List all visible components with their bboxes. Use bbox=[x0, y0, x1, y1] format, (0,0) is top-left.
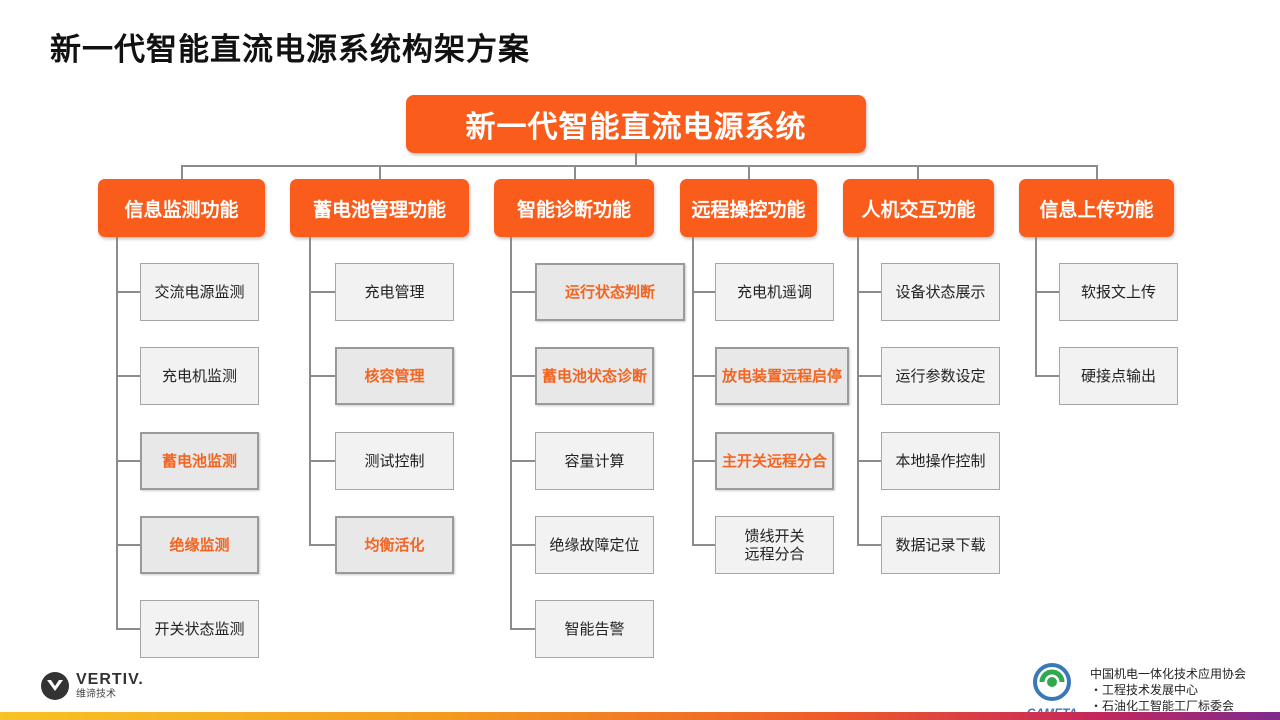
category-drop-line bbox=[379, 165, 381, 180]
item-discharge-remote-start-stop: 放电装置远程启停 bbox=[715, 347, 849, 405]
item-connector bbox=[510, 544, 535, 546]
item-connector bbox=[309, 375, 335, 377]
association-line-3: ・石油化工智能工厂标委会 bbox=[1090, 699, 1235, 713]
item-capacity-management: 核容管理 bbox=[335, 347, 454, 405]
vertiv-logo: VERTIV. 维谛技术 bbox=[40, 671, 144, 701]
item-local-operation-control: 本地操作控制 bbox=[881, 432, 1000, 490]
item-charger-monitoring: 充电机监测 bbox=[140, 347, 259, 405]
item-connector bbox=[309, 291, 335, 293]
column-spine-line bbox=[309, 237, 311, 545]
category-info-monitoring: 信息监测功能 bbox=[98, 179, 265, 237]
item-soft-message-upload: 软报文上传 bbox=[1059, 263, 1178, 321]
item-connector bbox=[692, 291, 715, 293]
item-connector bbox=[116, 375, 140, 377]
column-spine-line bbox=[1035, 237, 1037, 377]
item-test-control: 测试控制 bbox=[335, 432, 454, 490]
category-drop-line bbox=[748, 165, 750, 180]
category-hmi: 人机交互功能 bbox=[843, 179, 994, 237]
item-connector bbox=[692, 460, 715, 462]
root-trunk-line bbox=[635, 153, 637, 167]
item-connector bbox=[692, 544, 715, 546]
item-insulation-fault-location: 绝缘故障定位 bbox=[535, 516, 654, 574]
column-spine-line bbox=[857, 237, 859, 545]
item-connector bbox=[309, 544, 335, 546]
vertiv-subtitle: 维谛技术 bbox=[76, 688, 116, 700]
item-feeder-switch-remote-open-close: 馈线开关 远程分合 bbox=[715, 516, 834, 574]
item-connector bbox=[1035, 291, 1059, 293]
item-insulation-monitoring: 绝缘监测 bbox=[140, 516, 259, 574]
vertiv-name: VERTIV. bbox=[76, 670, 144, 688]
item-data-record-download: 数据记录下载 bbox=[881, 516, 1000, 574]
item-connector bbox=[116, 544, 140, 546]
item-connector bbox=[309, 460, 335, 462]
category-remote-control: 远程操控功能 bbox=[680, 179, 817, 237]
item-connector bbox=[510, 375, 535, 377]
root-node: 新一代智能直流电源系统 bbox=[406, 95, 866, 153]
category-drop-line bbox=[574, 165, 576, 180]
item-connector bbox=[510, 460, 535, 462]
item-battery-state-diagnosis: 蓄电池状态诊断 bbox=[535, 347, 654, 405]
item-main-switch-remote-open-close: 主开关远程分合 bbox=[715, 432, 834, 490]
column-spine-line bbox=[510, 237, 512, 629]
item-connector bbox=[692, 375, 715, 377]
bottom-gradient-bar bbox=[0, 712, 1280, 720]
item-operating-state-judgment: 运行状态判断 bbox=[535, 263, 685, 321]
vertiv-chevron-icon bbox=[41, 672, 69, 700]
item-connector bbox=[1035, 375, 1059, 377]
item-connector bbox=[116, 460, 140, 462]
item-hard-contact-output: 硬接点输出 bbox=[1059, 347, 1178, 405]
item-connector bbox=[510, 628, 535, 630]
category-drop-line bbox=[181, 165, 183, 180]
item-connector bbox=[857, 291, 881, 293]
item-ac-power-monitoring: 交流电源监测 bbox=[140, 263, 259, 321]
item-device-status-display: 设备状态展示 bbox=[881, 263, 1000, 321]
category-drop-line bbox=[917, 165, 919, 180]
item-charger-remote-adjust: 充电机遥调 bbox=[715, 263, 834, 321]
item-connector bbox=[857, 460, 881, 462]
category-battery-management: 蓄电池管理功能 bbox=[290, 179, 469, 237]
item-connector bbox=[857, 544, 881, 546]
item-connector bbox=[857, 375, 881, 377]
category-info-upload: 信息上传功能 bbox=[1019, 179, 1174, 237]
association-line-1: 中国机电一体化技术应用协会 bbox=[1090, 667, 1247, 681]
column-spine-line bbox=[116, 237, 118, 629]
page-title: 新一代智能直流电源系统构架方案 bbox=[50, 32, 530, 68]
item-operating-parameter-setting: 运行参数设定 bbox=[881, 347, 1000, 405]
item-intelligent-alarm: 智能告警 bbox=[535, 600, 654, 658]
item-connector bbox=[116, 628, 140, 630]
category-bus-line bbox=[181, 165, 1098, 167]
item-equalization-activation: 均衡活化 bbox=[335, 516, 454, 574]
item-battery-monitoring: 蓄电池监测 bbox=[140, 432, 259, 490]
association-line-2: ・工程技术发展中心 bbox=[1090, 683, 1199, 697]
association-text: 中国机电一体化技术应用协会 ・工程技术发展中心 ・石油化工智能工厂标委会 bbox=[1090, 666, 1246, 714]
item-charge-management: 充电管理 bbox=[335, 263, 454, 321]
item-capacity-calculation: 容量计算 bbox=[535, 432, 654, 490]
category-intelligent-diagnosis: 智能诊断功能 bbox=[494, 179, 654, 237]
category-drop-line bbox=[1096, 165, 1098, 180]
item-connector bbox=[116, 291, 140, 293]
item-switch-status-monitoring: 开关状态监测 bbox=[140, 600, 259, 658]
column-spine-line bbox=[692, 237, 694, 545]
item-connector bbox=[510, 291, 535, 293]
